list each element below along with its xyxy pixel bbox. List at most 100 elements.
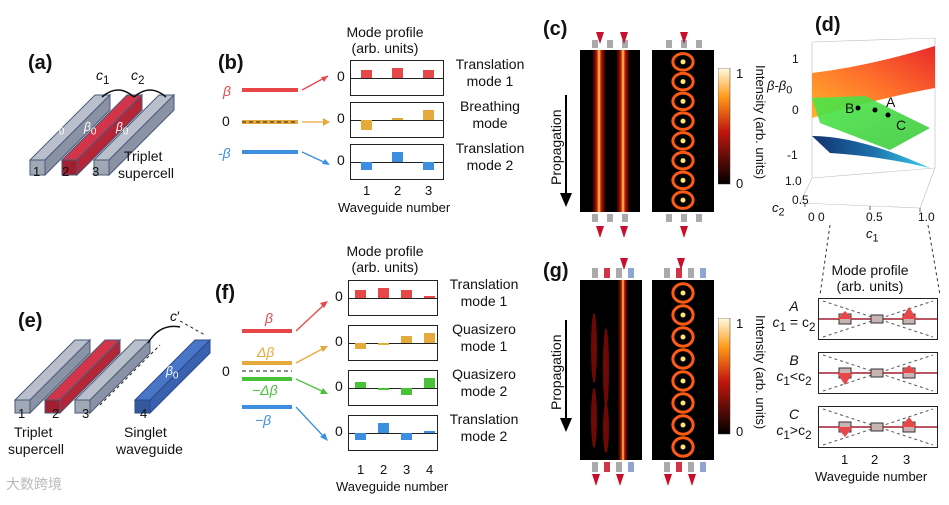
b-bar-1-2 xyxy=(392,68,403,78)
supercell-caption: supercell xyxy=(118,165,175,181)
f-beta-label: β xyxy=(265,310,273,326)
braid-core xyxy=(680,138,686,144)
c-cbar-max: 1 xyxy=(736,66,744,81)
f-mode-sub-2: mode 1 xyxy=(460,338,508,354)
braid-lobe xyxy=(671,414,695,436)
b-mode-box-2 xyxy=(350,102,444,138)
b-zero-axis xyxy=(351,120,443,121)
braid-core xyxy=(680,334,686,340)
braid-lobe xyxy=(671,304,695,326)
e-triplet-caption: Triplet xyxy=(14,424,53,440)
f-tick-2: 2 xyxy=(380,462,388,477)
b-bar-1-3 xyxy=(423,70,434,78)
f-mode-profile-title: Mode profile xyxy=(346,243,424,259)
braid-core xyxy=(680,378,686,384)
f-mode-sub-3: mode 2 xyxy=(460,383,508,399)
b-mode-name-1: Translation xyxy=(455,56,525,72)
e-singlet-caption: Singlet xyxy=(124,424,167,440)
f-mode-profile-units: (arb. units) xyxy=(351,259,419,275)
h-point-label: A xyxy=(789,298,799,314)
panel-e-label: (e) xyxy=(18,310,43,332)
panel-a-label: (a) xyxy=(28,52,53,74)
f-zero-axis xyxy=(349,433,437,434)
b-xlabel: Waveguide number xyxy=(338,200,451,215)
c-cbar-label: Intensity (arb. units) xyxy=(753,65,768,180)
b-mode-sub-2: mode xyxy=(472,115,508,131)
c-colorbar xyxy=(718,68,731,185)
h-mode-profile-units: (arb. units) xyxy=(836,278,904,294)
f-mode-name-1: Translation xyxy=(449,276,519,292)
point-a-label: A xyxy=(886,94,896,110)
braid-lobe xyxy=(671,111,695,131)
h-cond-sub-b: 2 xyxy=(808,320,816,334)
e-waveguide-3: 3 xyxy=(82,406,90,421)
f-bar-4-2 xyxy=(378,422,389,433)
b-bar-1-1 xyxy=(361,70,372,78)
f-bar-4-4 xyxy=(424,431,435,433)
zero-level-label: 0 xyxy=(222,113,230,129)
g-intensity-maps xyxy=(580,258,714,486)
braid-core xyxy=(680,312,686,318)
f-bar-4-1 xyxy=(355,433,366,440)
f-tick-1: 1 xyxy=(357,462,365,477)
h-cond-sub-b: 2 xyxy=(805,428,812,442)
g-cbar-label: Intensity (arb. units) xyxy=(753,315,768,430)
h-cond-op: = c xyxy=(786,314,809,330)
panel-b-label: (b) xyxy=(218,52,244,74)
braid-core xyxy=(680,118,686,124)
f-box-zero-label: 0 xyxy=(335,288,343,304)
h-cond-c: c xyxy=(772,314,780,330)
h-cond-sub-a: 1 xyxy=(779,320,787,334)
f-box-zero-label: 0 xyxy=(335,423,343,439)
b-zero-axis xyxy=(351,78,443,79)
g-cbar-max: 1 xyxy=(736,316,744,331)
e-beta0-label: β0 xyxy=(166,364,179,382)
minus-beta-level-label: -β xyxy=(218,145,231,161)
h-cond-sub-b: 2 xyxy=(805,374,812,388)
f-bar-3-3 xyxy=(401,388,412,395)
f-mode-name-2: Quasizero xyxy=(452,321,516,337)
braid-lobe xyxy=(671,436,695,458)
f-mode-box-3 xyxy=(348,370,438,406)
braid-lobe xyxy=(671,190,695,210)
f-box-zero-label: 0 xyxy=(335,333,343,349)
c-cbar-min: 0 xyxy=(736,176,744,191)
braid-lobe xyxy=(671,91,695,112)
panel-f-label: (f) xyxy=(215,282,235,304)
b-mode-name-3: Translation xyxy=(455,140,525,156)
h-tick-1: 1 xyxy=(841,452,849,467)
f-xlabel: Waveguide number xyxy=(336,479,449,494)
braid-core xyxy=(680,197,686,203)
h-mode-box-2 xyxy=(818,352,938,394)
h-cond-op: <c xyxy=(789,368,806,384)
beta0-label-1: β0 xyxy=(52,120,65,138)
braid-lobe xyxy=(671,170,695,191)
mode-profile-units: (arb. units) xyxy=(351,40,419,56)
f-bar-2-2 xyxy=(378,343,389,345)
d-band-surface-plot xyxy=(799,37,936,212)
d-xlabel: c1 xyxy=(866,226,879,245)
c-propagation-arrow xyxy=(560,95,572,207)
f-bar-2-1 xyxy=(355,343,366,350)
b-bar-2-1 xyxy=(361,120,372,130)
d-ztick-minus1: -1 xyxy=(787,148,798,162)
braid-core xyxy=(680,400,686,406)
b-bar-3-1 xyxy=(361,162,372,170)
f-mode-sub-4: mode 2 xyxy=(460,428,508,444)
e-waveguide-4: 4 xyxy=(140,406,148,421)
h-point-label: B xyxy=(789,352,799,368)
f-bar-2-3 xyxy=(401,336,412,343)
panel-g-label: (g) xyxy=(543,260,569,282)
h-cond-c: c xyxy=(776,422,784,438)
h-mode-box-1 xyxy=(818,298,938,340)
d-ztick-1: 1 xyxy=(792,52,799,66)
h-mode-profile-title: Mode profile xyxy=(831,262,909,278)
coupling-c2-label: c2 xyxy=(131,67,145,87)
beta-level-label: β xyxy=(223,83,231,99)
triplet-caption: Triplet xyxy=(124,148,163,164)
h-cond-c: c xyxy=(776,368,784,384)
d-ytick-05: 0.5 xyxy=(792,193,809,207)
mode-profile-title: Mode profile xyxy=(346,24,424,40)
f-mode-name-4: Translation xyxy=(449,411,519,427)
